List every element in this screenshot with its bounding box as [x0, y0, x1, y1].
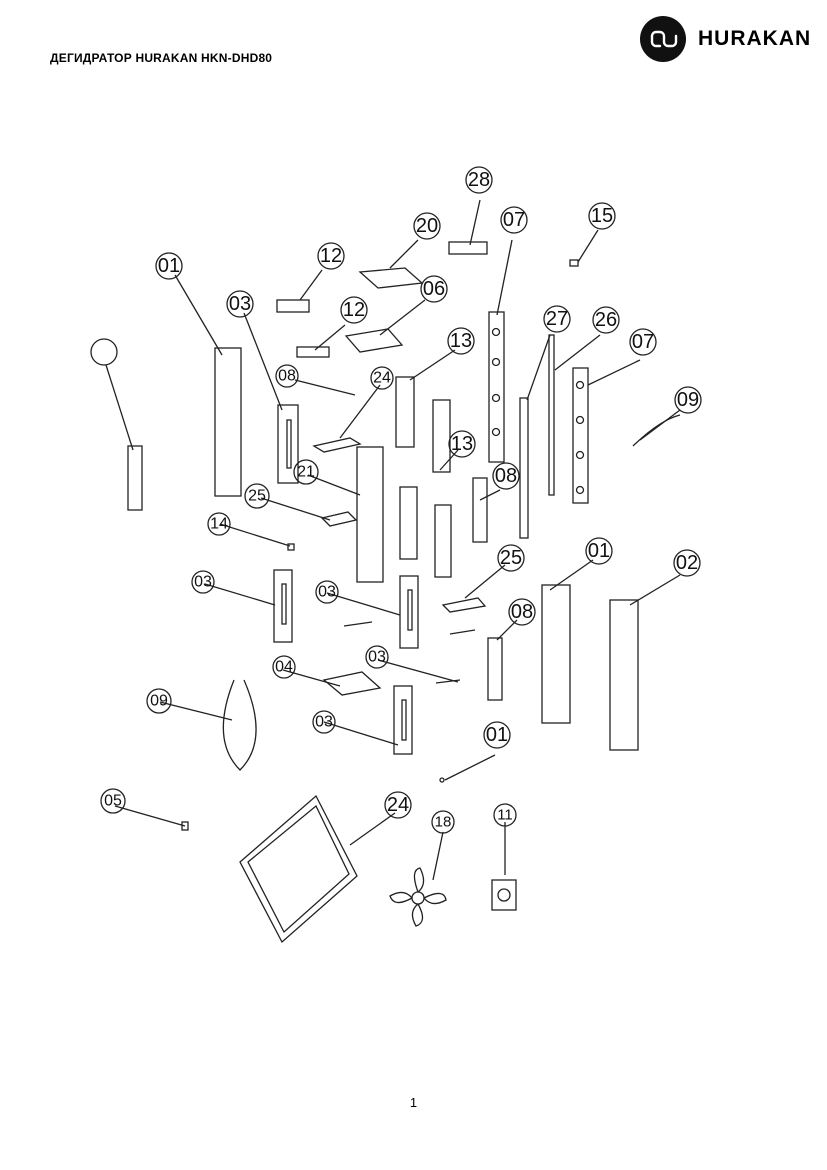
- callout-09: 09: [677, 389, 699, 411]
- callout-01: 01: [158, 255, 180, 277]
- callout-07: 07: [632, 331, 654, 353]
- callout-13: 13: [451, 433, 473, 455]
- callout-14: 14: [210, 516, 228, 533]
- callout-15: 15: [591, 205, 613, 227]
- callout-13: 13: [450, 330, 472, 352]
- callout-26: 26: [595, 309, 617, 331]
- callout-25: 25: [500, 547, 522, 569]
- callout-03: 03: [229, 293, 251, 315]
- callout-08: 08: [278, 368, 296, 385]
- callout-25: 25: [248, 488, 266, 505]
- callout-05: 05: [104, 793, 122, 810]
- callout-12: 12: [343, 299, 365, 321]
- callout-01: 01: [588, 540, 610, 562]
- callout-24: 24: [387, 794, 409, 816]
- callout-18: 18: [435, 814, 452, 831]
- callout-08: 08: [495, 465, 517, 487]
- callout-12: 12: [320, 245, 342, 267]
- callout-21: 21: [297, 464, 315, 481]
- hurakan-logo-icon: [640, 16, 686, 62]
- callout-03: 03: [318, 584, 336, 601]
- callout-07: 07: [503, 209, 525, 231]
- brand-name: HURAKAN: [698, 27, 812, 50]
- callout-03: 03: [315, 714, 333, 731]
- callout-04: 04: [275, 659, 293, 676]
- document-title: ДЕГИДРАТОР HURAKAN HKN-DHD80: [50, 51, 273, 65]
- callout-27: 27: [546, 308, 568, 330]
- callout-24: 24: [373, 370, 391, 387]
- callout-08: 08: [511, 601, 533, 623]
- callout-01: 01: [486, 724, 508, 746]
- callout-28: 28: [468, 169, 490, 191]
- callout-11: 11: [497, 807, 513, 824]
- callout-09: 09: [150, 693, 168, 710]
- callout-02: 02: [676, 552, 698, 574]
- brand-logo: HURAKAN: [640, 16, 811, 62]
- callout-06: 06: [423, 278, 445, 300]
- callout-03: 03: [368, 649, 386, 666]
- callout-03: 03: [194, 574, 212, 591]
- page-number: 1: [409, 1095, 418, 1110]
- callout-20: 20: [416, 215, 438, 237]
